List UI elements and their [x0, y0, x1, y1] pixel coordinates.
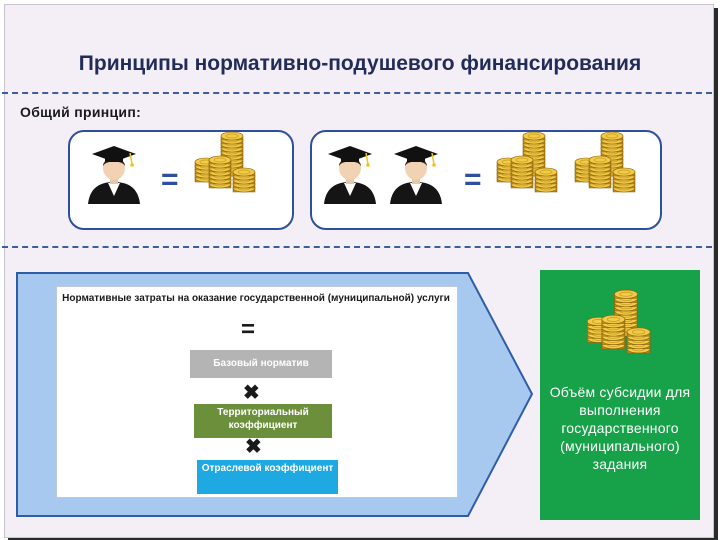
base-norm-pill: Базовый норматив — [190, 350, 332, 378]
gold-coins-icon — [192, 132, 268, 208]
gold-coins-icon — [584, 286, 668, 370]
sector-coefficient-pill: Отраслевой коэффициент — [197, 460, 338, 494]
slide-title: Принципы нормативно-подушевого финансиро… — [78, 52, 642, 75]
territorial-coefficient-pill: Территориальный коэффициент — [194, 404, 332, 438]
formula-equals-sign: = — [241, 316, 256, 343]
equals-sign-left: = — [161, 163, 179, 196]
dashed-divider-top — [2, 92, 712, 94]
equals-sign-right: = — [464, 163, 482, 196]
graduate-student-icon — [87, 145, 141, 205]
graduate-student-icon — [323, 145, 377, 205]
subtitle-general-principle: Общий принцип: — [20, 104, 142, 120]
norm-cost-label: Нормативные затраты на оказание государс… — [62, 293, 450, 304]
principle-box-one-student — [68, 130, 294, 230]
multiply-sign-two: ✖ — [245, 436, 262, 458]
gold-coins-icon — [572, 132, 648, 208]
gold-coins-icon — [494, 132, 570, 208]
subsidy-label: Объём субсидии для выполнения государств… — [549, 384, 691, 472]
multiply-sign-one: ✖ — [243, 382, 260, 404]
graduate-student-icon — [389, 145, 443, 205]
dashed-divider-bottom — [2, 246, 712, 248]
